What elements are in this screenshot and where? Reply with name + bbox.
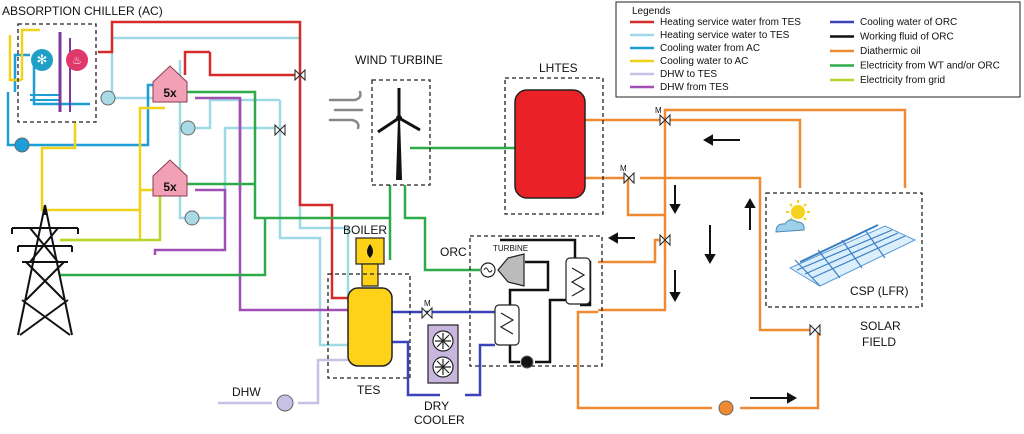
pump-icon: [184, 210, 200, 226]
pumps: [14, 90, 734, 416]
lhtes: [504, 77, 604, 215]
house-multiplier-upper: 5x: [163, 86, 177, 100]
pipes-dhw-from-tes: [153, 96, 348, 312]
legend-item-label: Cooling water to AC: [660, 56, 748, 67]
svg-text:✻: ✻: [37, 52, 48, 67]
legend-item-label: Heating service water to TES: [660, 30, 790, 41]
dry-cooler-label-line1: DRY: [424, 399, 449, 413]
solar-field-label-line2: FIELD: [862, 335, 896, 349]
condenser-icon: [494, 304, 520, 346]
legend-item-label: Working fluid of ORC: [860, 32, 954, 43]
boiler-label: BOILER: [343, 223, 387, 237]
pump-icon: [180, 120, 196, 136]
csp-label: CSP (LFR): [850, 284, 908, 298]
legend-items: Heating service water from TES Heating se…: [630, 17, 1000, 93]
wind-turbine: [371, 79, 431, 186]
pipes-electricity-wt-orc: [60, 90, 515, 277]
tes-label: TES: [357, 383, 380, 397]
pump-icon: [100, 90, 116, 106]
valve-icon: [623, 171, 635, 185]
legend: Legends Heating service water from TESHe…: [615, 1, 1021, 98]
valve-icon: [659, 113, 671, 127]
valve-markers: M M M: [424, 106, 662, 308]
valves: [274, 68, 821, 337]
pump-icon: [276, 394, 294, 412]
solar-field-label-line1: SOLAR: [860, 319, 901, 333]
legend-item-label: DHW to TES: [660, 69, 717, 80]
legend-title: Legends: [632, 6, 670, 17]
absorption-chiller-label: ABSORPTION CHILLER (AC): [2, 4, 163, 18]
pump-icon: [718, 400, 734, 416]
component-labels: ABSORPTION CHILLER (AC) WIND TURBINE LHT…: [2, 4, 908, 427]
valve-icon: [294, 68, 306, 82]
legend-item-label: Electricity from grid: [860, 75, 945, 86]
legend-item-label: Diathermic oil: [860, 46, 921, 57]
pump-icon: [520, 355, 534, 369]
flow-arrows: [607, 134, 798, 404]
pipes-dhw-to-tes: [218, 358, 348, 405]
csp-field: [765, 192, 923, 308]
valve-icon: [274, 123, 286, 137]
dry-cooler: [427, 324, 459, 384]
legend-item-label: DHW from TES: [660, 82, 729, 93]
snowflake-icon: [31, 49, 53, 71]
house-multiplier-lower: 5x: [163, 180, 177, 194]
turbine-icon: [497, 253, 525, 287]
orc: [469, 235, 603, 367]
dhw-label: DHW: [232, 385, 261, 399]
tes: [327, 273, 411, 379]
flame-icon: [66, 49, 88, 71]
valve-marker: M: [620, 164, 627, 173]
valve-marker: M: [655, 106, 662, 115]
legend-item-label: Cooling water from AC: [660, 43, 760, 54]
flame-icon: [367, 244, 373, 258]
valve-icon: [421, 306, 433, 320]
pylon-icon: [11, 204, 79, 336]
svg-text:♨: ♨: [72, 55, 82, 67]
boiler: [355, 237, 385, 287]
cloud-icon: [775, 219, 805, 233]
house-lower: 5x: [152, 159, 188, 197]
orc-label: ORC: [440, 245, 467, 259]
absorption-chiller: ✻ ♨: [17, 23, 97, 123]
turbine-label: TURBINE: [493, 244, 528, 253]
legend-item-label: Cooling water of ORC: [860, 17, 957, 28]
evaporator-icon: [565, 257, 591, 305]
wind-icon: [328, 90, 364, 130]
pipes-cooling-orc: [392, 310, 495, 397]
pipes-heating-from-tes: [98, 20, 348, 300]
valve-marker: M: [424, 299, 431, 308]
wind-turbine-label: WIND TURBINE: [355, 53, 443, 67]
pipes-electricity-grid: [60, 175, 162, 242]
legend-item-label: Heating service water from TES: [660, 17, 801, 28]
valve-icon: [809, 323, 821, 337]
pump-icon: [14, 137, 30, 153]
sun-icon: [791, 205, 805, 219]
legend-item-label: Electricity from WT and/or ORC: [860, 61, 1000, 72]
dry-cooler-label-line2: COOLER: [414, 413, 465, 427]
house-upper: 5x: [152, 65, 188, 103]
valve-icon: [659, 233, 671, 247]
lhtes-label: LHTES: [539, 61, 578, 75]
